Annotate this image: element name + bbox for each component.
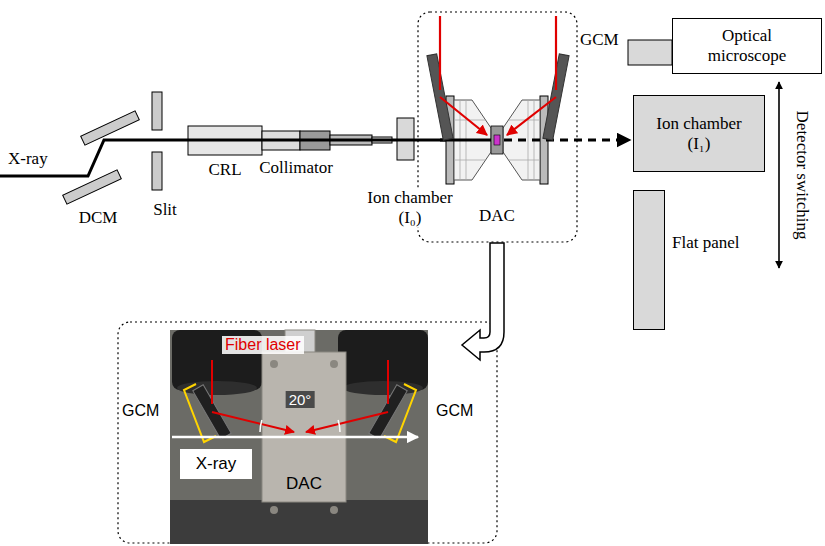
microscope-objective [628,40,672,65]
xray-arrow [172,436,418,439]
detector-box: Flat panel [633,190,665,330]
xray-beam [0,140,490,176]
screw [330,360,338,368]
switching-arrow [778,82,780,268]
part-label: GCM [580,30,619,50]
part-label: Collimator [259,158,333,178]
zoom-arrow [462,243,504,360]
angle-arc [338,420,340,432]
dcm-crystal [81,111,140,145]
gasket [491,126,503,154]
laser-path [555,16,557,90]
node-text: Optical microscope [692,26,802,65]
part-label: Slit [153,200,177,220]
part-label: GCM [436,402,473,420]
angle-arc [260,420,262,432]
laser-path [507,97,556,135]
transmitted-beam [504,139,630,142]
screw [270,360,278,368]
laser-path [387,360,389,404]
photo-stage [170,500,428,544]
angle-label: 20° [286,391,315,408]
label-box: X-ray [180,449,252,479]
part-label: CRL [208,160,241,180]
detector-box: Ion chamber (I₁) [633,95,765,172]
photo-background [170,330,428,544]
laser-path [440,97,487,135]
laser-path [306,412,388,432]
dcm-crystal [63,170,122,204]
part-label: GCM [122,402,159,420]
beam-label: X-ray [8,149,48,169]
screw [270,506,278,514]
screw [330,506,338,514]
microscope-box: Optical microscope [672,18,822,74]
dotted-frame [118,322,497,543]
node-text: X-ray [196,454,237,474]
slit-blade [152,152,162,190]
part-label: DAC [479,206,515,226]
part-label: DAC [286,474,322,494]
slit-blade [152,92,162,130]
part-label: Ion chamber (I₀) [361,188,459,227]
sample [494,135,500,145]
laser-path [211,360,213,404]
laser-path [212,412,294,432]
laser-label: Fiber laser [222,336,304,354]
laser-path [439,16,441,90]
node-text: Flat panel [672,233,740,253]
axis-label: Detector switching [792,111,812,240]
part-label: DCM [79,208,118,228]
node-text: Ion chamber (I₁) [644,114,754,153]
